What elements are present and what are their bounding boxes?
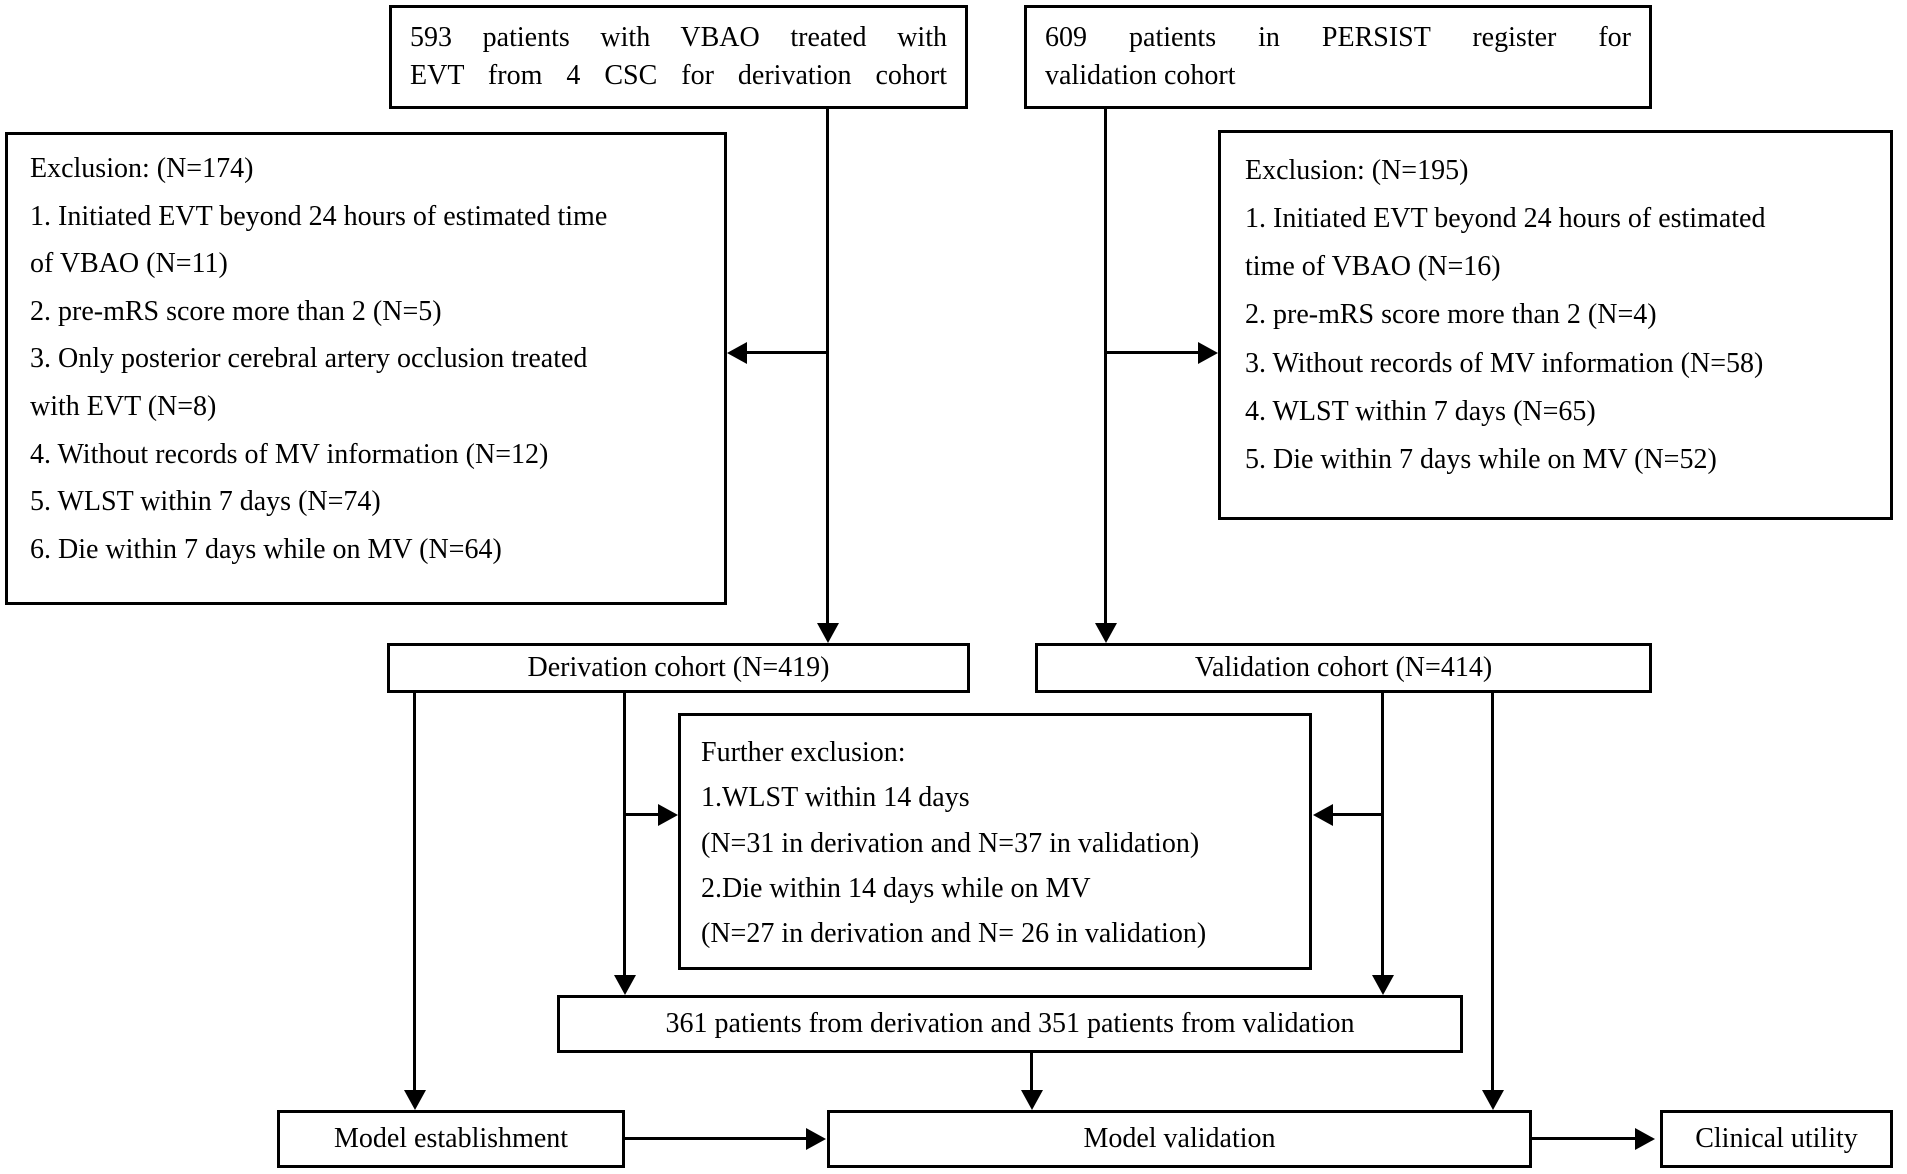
arrowhead-down-icon [817,623,839,643]
arrowhead-left-icon [727,342,747,364]
validation-exclusion-line: time of VBAO (N=16) [1245,251,1501,283]
combined-patients-label: 361 patients from derivation and 351 pat… [665,1008,1355,1040]
arrowhead-down-icon [404,1090,426,1110]
derivation-exclusion-line: 1. Initiated EVT beyond 24 hours of esti… [30,200,608,232]
derivation-source-box: 593 patients with VBAO treated with EVT … [389,5,968,109]
derivation-exclusion-line: Exclusion: (N=174) [30,153,254,184]
connector-branch-to-derivation-exclusion [745,351,828,354]
further-exclusion-line: (N=31 in derivation and N=37 in validati… [701,827,1200,859]
derivation-exclusion-box: Exclusion: (N=174) 1. Initiated EVT beyo… [5,132,727,605]
validation-exclusion-line: Exclusion: (N=195) [1245,155,1469,186]
clinical-utility-label: Clinical utility [1695,1123,1858,1155]
derivation-cohort-box: Derivation cohort (N=419) [387,643,970,693]
connector-model-validation-to-clinical-utility [1530,1137,1637,1140]
derivation-cohort-label: Derivation cohort (N=419) [527,652,830,684]
connector-validation-cohort-to-combined [1381,691,1384,975]
model-validation-label: Model validation [1083,1123,1276,1155]
validation-exclusion-line: 4. WLST within 7 days (N=65) [1245,395,1596,427]
arrowhead-left-icon [1313,804,1333,826]
derivation-exclusion-line: 2. pre-mRS score more than 2 (N=5) [30,295,442,327]
connector-derivation-cohort-to-model-establishment [413,691,416,1090]
derivation-source-line2: EVT from 4 CSC for derivation cohort [410,59,947,91]
validation-exclusion-line: 2. pre-mRS score more than 2 (N=4) [1245,299,1657,331]
arrowhead-right-icon [1198,342,1218,364]
connector-branch-to-further-exclusion-right [1333,813,1383,816]
derivation-source-line1: 593 patients with VBAO treated with [410,22,947,53]
arrowhead-right-icon [806,1128,826,1150]
validation-cohort-label: Validation cohort (N=414) [1194,652,1493,684]
further-exclusion-line: (N=27 in derivation and N= 26 in validat… [701,918,1207,950]
arrowhead-down-icon [1021,1090,1043,1110]
connector-branch-to-validation-exclusion [1104,351,1198,354]
derivation-exclusion-line: 5. WLST within 7 days (N=74) [30,486,381,518]
arrowhead-right-icon [1635,1128,1655,1150]
derivation-exclusion-line: with EVT (N=8) [30,390,217,422]
validation-exclusion-line: 3. Without records of MV information (N=… [1245,347,1764,379]
validation-source-line2: validation cohort [1045,59,1236,91]
connector-model-establishment-to-model-validation [623,1137,808,1140]
arrowhead-right-icon [658,804,678,826]
connector-combined-to-model-validation [1030,1051,1033,1090]
further-exclusion-line: 1.WLST within 14 days [701,782,970,814]
model-establishment-label: Model establishment [333,1123,569,1155]
further-exclusion-box: Further exclusion: 1.WLST within 14 days… [678,713,1312,970]
connector-validation-cohort-to-model-validation [1491,691,1494,1090]
arrowhead-down-icon [1095,623,1117,643]
derivation-exclusion-line: 3. Only posterior cerebral artery occlus… [30,343,588,375]
validation-exclusion-line: 5. Die within 7 days while on MV (N=52) [1245,443,1717,475]
validation-source-line1: 609 patients in PERSIST register for [1045,22,1631,53]
validation-exclusion-box: Exclusion: (N=195) 1. Initiated EVT beyo… [1218,130,1893,520]
further-exclusion-line: Further exclusion: [701,737,906,768]
derivation-exclusion-line: 4. Without records of MV information (N=… [30,438,549,470]
model-establishment-box: Model establishment [277,1110,625,1168]
connector-derivation-cohort-to-combined [623,691,626,975]
validation-source-box: 609 patients in PERSIST register for val… [1024,5,1652,109]
arrowhead-down-icon [614,975,636,995]
further-exclusion-line: 2.Die within 14 days while on MV [701,873,1091,905]
validation-exclusion-line: 1. Initiated EVT beyond 24 hours of esti… [1245,203,1766,235]
arrowhead-down-icon [1482,1090,1504,1110]
model-validation-box: Model validation [827,1110,1532,1168]
connector-branch-to-further-exclusion-left [623,813,660,816]
arrowhead-down-icon [1372,975,1394,995]
connector-derivation-source-to-cohort [826,107,829,623]
validation-cohort-box: Validation cohort (N=414) [1035,643,1652,693]
clinical-utility-box: Clinical utility [1660,1110,1893,1168]
derivation-exclusion-line: of VBAO (N=11) [30,248,228,280]
combined-patients-box: 361 patients from derivation and 351 pat… [557,995,1463,1053]
connector-validation-source-to-cohort [1104,107,1107,623]
derivation-exclusion-line: 6. Die within 7 days while on MV (N=64) [30,533,502,565]
